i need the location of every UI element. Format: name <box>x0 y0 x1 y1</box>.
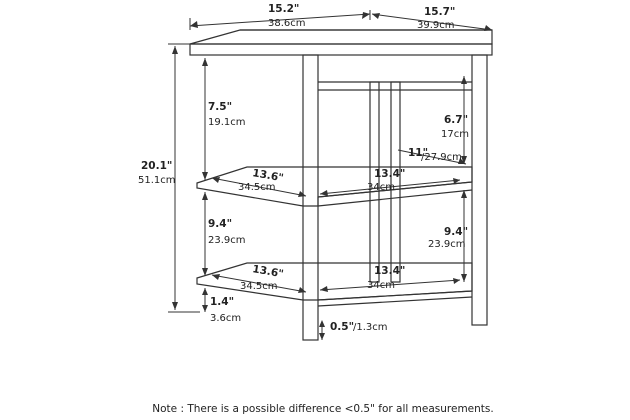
dimension-labels: 15.2" 38.6cm 15.7" 39.9cm 20.1" 51.1cm 7… <box>138 3 469 333</box>
mid-gap-right-metric: 23.9cm <box>428 239 466 250</box>
middle-depth-imperial: 11" <box>408 147 428 159</box>
total-height-imperial: 20.1" <box>141 160 172 172</box>
top-width-metric: 38.6cm <box>268 18 306 29</box>
top-depth-imperial: 15.7" <box>424 6 455 18</box>
bottom-gap-metric: 3.6cm <box>210 313 241 324</box>
shelf2-right-metric: 34cm <box>367 280 395 291</box>
back-gap-imperial: 6.7" <box>444 114 468 126</box>
top-width-imperial: 15.2" <box>268 3 299 15</box>
foot-height-metric: /1.3cm <box>353 322 388 333</box>
mid-gap-left-imperial: 9.4" <box>208 218 232 230</box>
shelf2-left-imperial: 13.6" <box>251 263 284 280</box>
bottom-shelf <box>196 262 473 301</box>
middle-depth-metric: /27.9cm <box>421 152 462 163</box>
back-gap-metric: 17cm <box>441 129 469 140</box>
shelf1-right-imperial: 13.4" <box>374 168 405 180</box>
measurement-note: Note : There is a possible difference <0… <box>152 403 493 415</box>
bottom-gap-imperial: 1.4" <box>210 296 234 308</box>
shelf2-right-imperial: 13.4" <box>374 265 405 277</box>
table-frame <box>189 29 493 341</box>
foot-height-imperial: 0.5" <box>330 321 354 333</box>
shelf1-right-metric: 34cm <box>367 182 395 193</box>
mid-gap-right-imperial: 9.4" <box>444 226 468 238</box>
top-depth-metric: 39.9cm <box>417 20 455 31</box>
front-left-leg <box>302 54 319 341</box>
shelf1-left-imperial: 13.6" <box>251 167 284 184</box>
mid-gap-left-metric: 23.9cm <box>208 235 246 246</box>
front-right-leg <box>471 54 488 326</box>
top-clearance-imperial: 7.5" <box>208 101 232 113</box>
total-height-metric: 51.1cm <box>138 175 176 186</box>
shelf2-left-metric: 34.5cm <box>240 281 278 292</box>
table-top-front-edge <box>189 43 493 56</box>
top-clearance-metric: 19.1cm <box>208 117 246 128</box>
shelf1-left-metric: 34.5cm <box>238 182 276 193</box>
table-top <box>189 29 493 45</box>
dimension-lines <box>168 10 493 340</box>
